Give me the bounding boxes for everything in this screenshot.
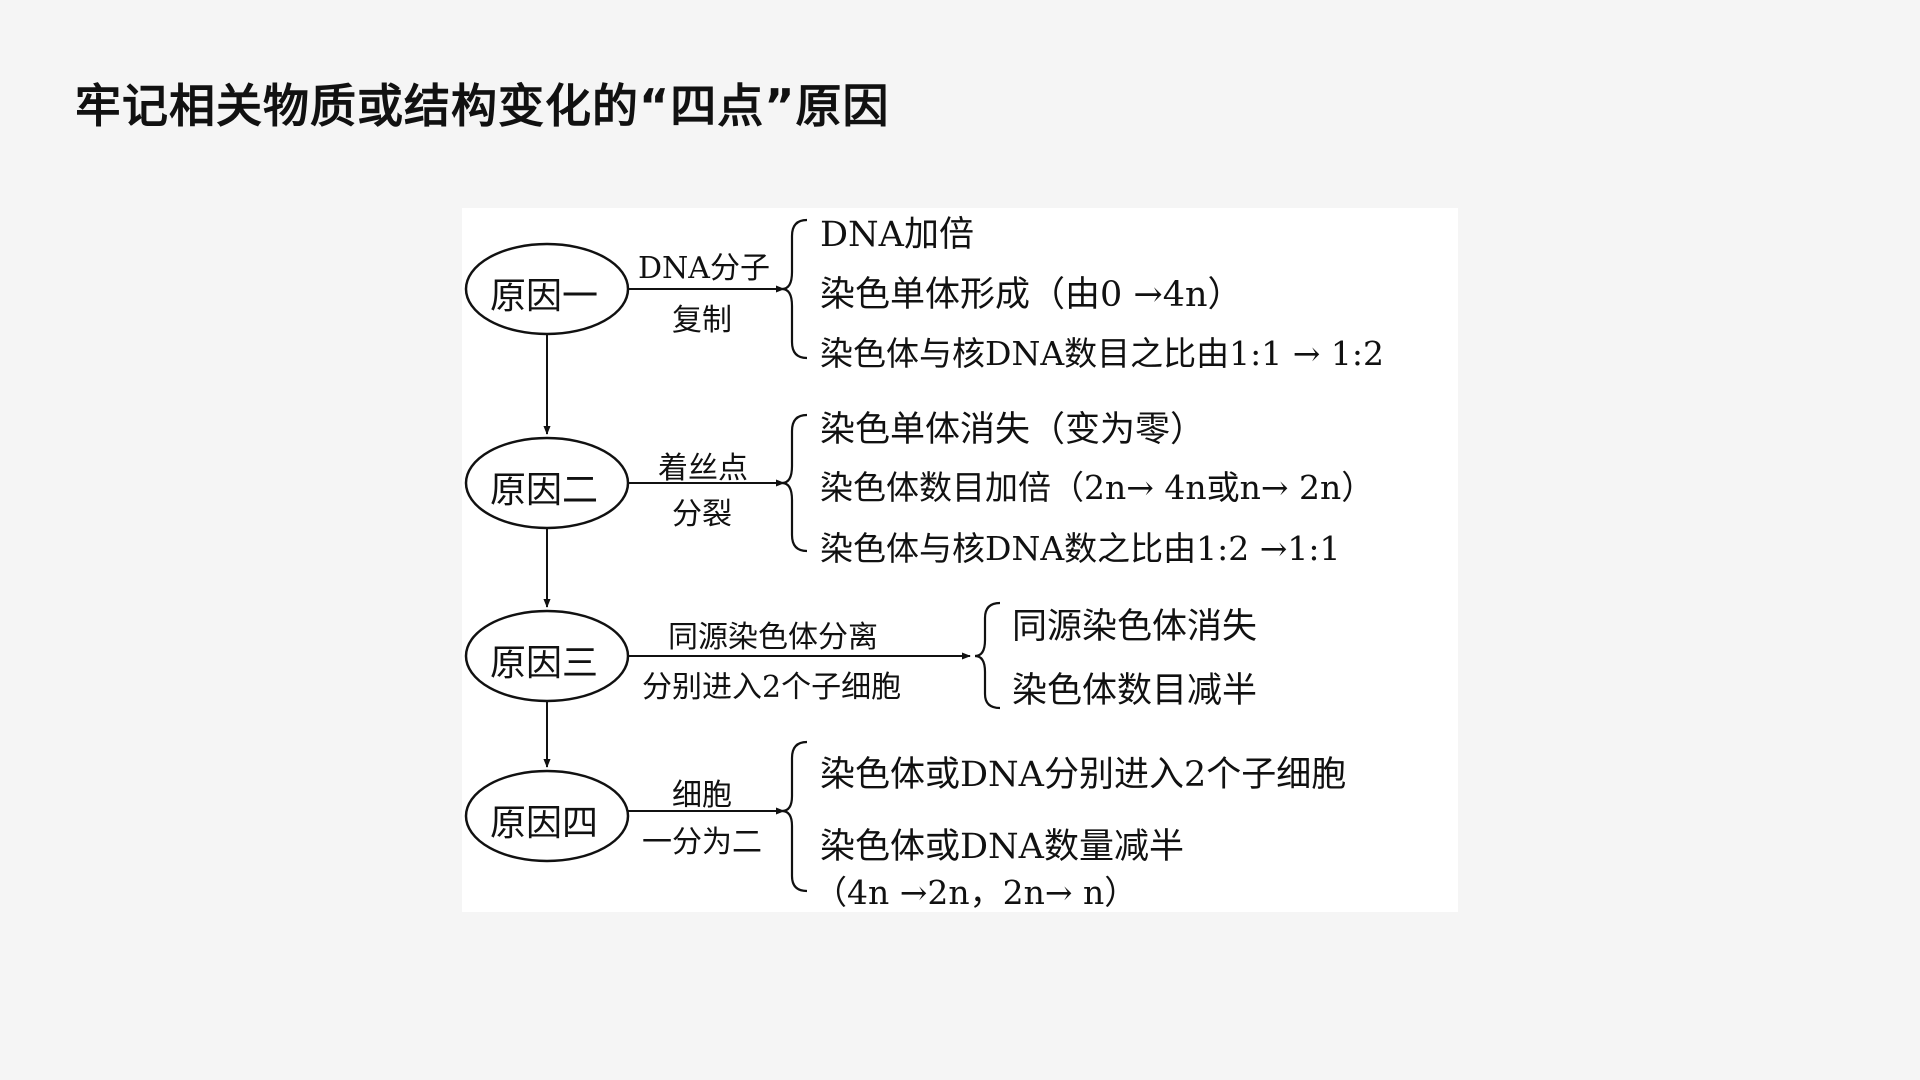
brace-3 <box>974 601 1001 710</box>
cause-2-result-2: 染色体数目加倍（2n→ 4n或n→ 2n） <box>820 468 1375 507</box>
brace-4 <box>781 740 808 893</box>
cause-4-label: 原因四 <box>490 803 599 844</box>
cause-4-result-1: 染色体或DNA分别进入2个子细胞 <box>820 755 1347 795</box>
arrow-2-label-top: 着丝点 <box>658 451 748 486</box>
cause-2-result-1: 染色单体消失（变为零） <box>820 410 1206 450</box>
cause-1-label: 原因一 <box>490 276 599 317</box>
cause-4-result-2: 染色体或DNA数量减半 <box>820 827 1184 867</box>
brace-2 <box>781 413 808 553</box>
arrow-4-label-bottom: 一分为二 <box>642 825 762 860</box>
brace-1 <box>781 218 808 360</box>
arrow-1-label-bottom: 复制 <box>672 303 732 338</box>
cause-4-node <box>464 769 630 863</box>
arrow-3-label-top: 同源染色体分离 <box>668 620 878 655</box>
arrow-2-label-bottom: 分裂 <box>672 497 732 532</box>
cause-3-label: 原因三 <box>490 643 599 684</box>
cause-1-result-1: DNA加倍 <box>820 215 974 255</box>
arrow-3-label-bottom: 分别进入2个子细胞 <box>642 670 902 705</box>
cause-4-result-3: （4n →2n，2n→ n） <box>814 873 1138 912</box>
cause-3-result-2: 染色体数目减半 <box>1012 671 1258 711</box>
page-title: 牢记相关物质或结构变化的“四点”原因 <box>75 79 890 133</box>
diagram-panel: 原因一 原因二 原因三 原因四 DNA分子 复制 着丝点 分裂 同源染色体分离 … <box>462 208 1458 912</box>
cause-3-result-1: 同源染色体消失 <box>1012 607 1258 647</box>
arrow-4-label-top: 细胞 <box>672 778 732 813</box>
diagram-lines <box>464 218 1001 893</box>
cause-2-label: 原因二 <box>490 470 599 511</box>
cause-1-result-2: 染色单体形成（由0 →4n） <box>820 275 1243 315</box>
cause-1-result-3: 染色体与核DNA数目之比由1:1 → 1:2 <box>820 334 1385 373</box>
cause-2-result-3: 染色体与核DNA数之比由1:2 →1:1 <box>820 529 1341 568</box>
arrow-1-label-top: DNA分子 <box>638 251 770 286</box>
